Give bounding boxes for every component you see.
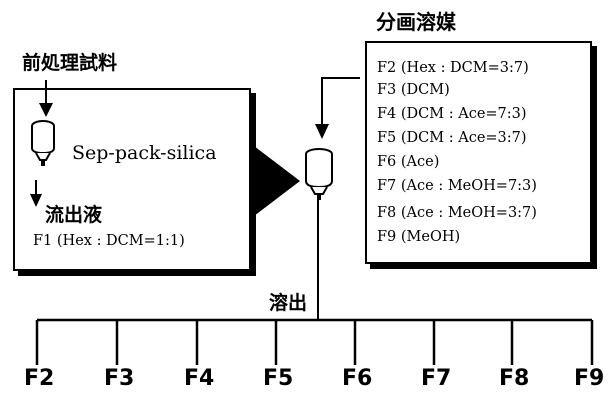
fraction-drops — [35, 320, 594, 365]
eluent-f2: F2 (Hex : DCM=3:7) — [377, 60, 529, 76]
solvent-box — [365, 41, 592, 264]
effluent-label: 流出液 — [45, 204, 103, 226]
eluent-f8: F8 (Ace : MeOH=3:7) — [377, 205, 537, 221]
fraction-f4: F4 — [184, 366, 215, 391]
effluent-arrow — [30, 180, 42, 207]
center-cartridge-icon — [305, 148, 333, 200]
cartridge-label: Sep-pack-silica — [72, 142, 217, 164]
transfer-triangle-icon — [250, 143, 300, 219]
eluent-f3: F3 (DCM) — [377, 82, 450, 98]
fraction-f5: F5 — [263, 366, 294, 391]
eluent-f9: F9 (MeOH) — [377, 229, 461, 245]
fractionation-solvent-title: 分画溶媒 — [376, 10, 456, 34]
pretreatment-sample-label: 前処理試料 — [22, 52, 118, 74]
sample-arrow — [39, 80, 53, 117]
f1-eluent-label: F1 (Hex : DCM=1:1) — [33, 233, 185, 249]
fraction-f9: F9 — [574, 366, 605, 391]
eluent-f5: F5 (DCM : Ace=3:7) — [377, 130, 527, 146]
eluent-f4: F4 (DCM : Ace=7:3) — [377, 106, 527, 122]
fraction-f7: F7 — [421, 366, 452, 391]
cartridge-icon — [31, 120, 55, 166]
solvent-arrow — [315, 77, 360, 139]
fraction-f2: F2 — [24, 366, 55, 391]
elution-label: 溶出 — [269, 292, 308, 314]
fraction-f6: F6 — [342, 366, 373, 391]
fraction-f3: F3 — [104, 366, 135, 391]
eluent-f7: F7 (Ace : MeOH=7:3) — [377, 178, 537, 194]
fraction-f8: F8 — [499, 366, 530, 391]
eluent-f6: F6 (Ace) — [377, 154, 440, 170]
